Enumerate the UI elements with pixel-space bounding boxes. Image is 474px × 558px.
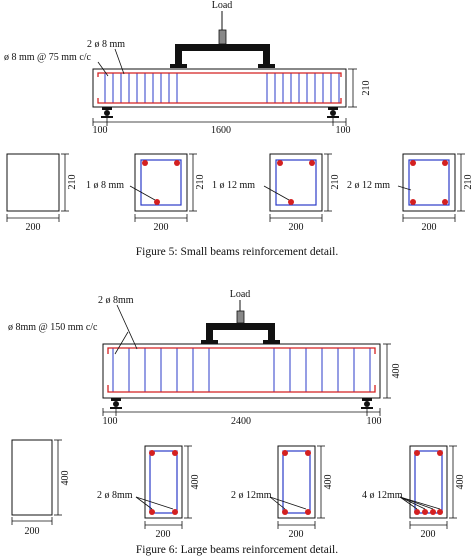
fig5-section-a: 1 ø 8 mm 200 210 (86, 153, 206, 233)
fig5-stirrups-left (104, 73, 178, 103)
fig5-left-dim: 100 (93, 125, 108, 136)
fig5-spreader-beam (175, 44, 270, 51)
fig5-load-label: Load (212, 0, 233, 11)
fig5-beam-outline (92, 68, 347, 108)
fig5-section-b-bar (288, 199, 294, 205)
fig6-caption: Figure 6: Large beams reinforcement deta… (136, 544, 338, 556)
fig5-section-width-2: 200 (154, 222, 169, 233)
fig5-top-bars-leader (114, 48, 125, 75)
fig6-section-b-label: 2 ø 12mm (231, 490, 272, 501)
fig6-top-bar (107, 347, 376, 354)
fig5-span-dim: 1600 (211, 125, 231, 136)
fig5-section-a-bar (142, 160, 148, 166)
fig6-load-cell (236, 310, 245, 324)
fig5-section-a-bar (174, 160, 180, 166)
fig6-section-width-4: 200 (421, 529, 436, 540)
fig6-support-left (110, 398, 122, 409)
fig6-spreader-beam (206, 323, 275, 330)
fig5-stirrups-leader (97, 61, 109, 77)
fig6-load-assembly: Load (201, 289, 280, 344)
fig6-section-height-2: 400 (190, 475, 201, 490)
fig5-section-c-leader (397, 185, 412, 191)
fig6-top-bars-leader (116, 304, 138, 350)
fig5-stirrups-label: ø 8 mm @ 75 mm c/c (4, 52, 92, 63)
figure-6: Load (8, 289, 466, 556)
fig5-section-a-bar (154, 199, 160, 205)
fig6-section-b: 2 ø 12mm 200 400 (231, 445, 334, 540)
fig5-spreader-leg-right (263, 44, 270, 66)
fig6-stirrups-leader (114, 331, 129, 355)
fig6-left-dim: 100 (103, 416, 118, 427)
fig5-height-dim: 210 (361, 81, 372, 96)
fig6-section-width-3: 200 (289, 529, 304, 540)
fig6-support-right (361, 398, 373, 409)
fig6-section-height-3: 400 (323, 475, 334, 490)
fig5-section-c-bar (442, 160, 448, 166)
fig5-top-bar (97, 72, 342, 77)
fig5-section-b-stirrup (275, 159, 317, 206)
fig5-section-plain: 200 210 (6, 153, 78, 233)
fig5-section-height-4: 210 (463, 175, 474, 190)
fig5-spreader-leg-left (175, 44, 182, 66)
fig6-section-a: 2 ø 8mm 200 400 (97, 445, 201, 540)
fig5-section-c-label: 2 ø 12 mm (347, 180, 390, 191)
fig6-section-a-label: 2 ø 8mm (97, 490, 133, 501)
fig5-section-height-2: 210 (195, 175, 206, 190)
fig5-section-b-label: 1 ø 12 mm (212, 180, 255, 191)
fig5-load-cell (218, 29, 227, 45)
fig6-stirrups-label: ø 8mm @ 150 mm c/c (8, 322, 98, 333)
fig5-section-width-3: 200 (289, 222, 304, 233)
fig5-support-right (327, 107, 339, 118)
fig6-section-height-4: 400 (455, 475, 466, 490)
fig6-bottom-bar (107, 385, 376, 393)
fig6-right-dim: 100 (367, 416, 382, 427)
fig5-load-plate-right (258, 64, 275, 68)
fig5-load-plate-left (170, 64, 187, 68)
fig6-section-c-label: 4 ø 12mm (362, 490, 403, 501)
fig5-top-bars-label: 2 ø 8 mm (87, 39, 125, 50)
fig5-section-b: 1 ø 12 mm 200 210 (212, 153, 341, 233)
fig5-caption: Figure 5: Small beams reinforcement deta… (136, 246, 339, 258)
fig5-section-c-bar (410, 160, 416, 166)
fig6-section-plain: 200 400 (11, 439, 71, 537)
fig5-beam-elevation: 210 100 1600 100 2 ø 8 mm ø 8 mm @ 75 mm… (4, 39, 372, 136)
fig6-section-height-1: 400 (60, 471, 71, 486)
fig5-section-a-label: 1 ø 8 mm (86, 180, 124, 191)
fig5-section-c: 2 ø 12 mm 200 210 (347, 153, 474, 233)
fig5-section-c-bar (410, 199, 416, 205)
fig6-height-dim: 400 (391, 364, 402, 379)
fig5-section-a-leader (129, 185, 156, 201)
fig5-section-c-bar (442, 199, 448, 205)
fig5-section-height-3: 210 (330, 175, 341, 190)
fig5-load-assembly: Load (170, 0, 275, 68)
fig6-beam-elevation: 400 100 2400 100 2 ø 8mm ø 8mm @ 150 mm … (8, 295, 402, 427)
fig5-bottom-bar (97, 98, 342, 104)
fig5-section-width-1: 200 (26, 222, 41, 233)
fig5-section-b-bar (277, 160, 283, 166)
fig6-section-width-1: 200 (25, 526, 40, 537)
fig5-section-b-bar (309, 160, 315, 166)
fig5-section-c-stirrup (408, 159, 450, 206)
fig6-stirrups-right (273, 348, 371, 392)
fig5-section-height-1: 210 (67, 175, 78, 190)
fig6-span-dim: 2400 (231, 416, 251, 427)
fig6-stirrups-left (112, 348, 210, 392)
fig6-top-bars-label: 2 ø 8mm (98, 295, 134, 306)
fig6-beam-outline (102, 343, 381, 399)
fig5-section-width-4: 200 (422, 222, 437, 233)
fig6-load-label: Load (230, 289, 251, 300)
fig6-section-width-2: 200 (156, 529, 171, 540)
figure-5: Load (4, 0, 474, 258)
fig5-right-dim: 100 (336, 125, 351, 136)
fig5-section-a-stirrup (140, 159, 182, 206)
fig6-section-c: 4 ø 12mm 200 400 (362, 445, 466, 540)
fig5-support-left (101, 107, 113, 118)
fig5-section-b-leader (263, 185, 290, 201)
fig5-stirrups-right (266, 73, 340, 103)
